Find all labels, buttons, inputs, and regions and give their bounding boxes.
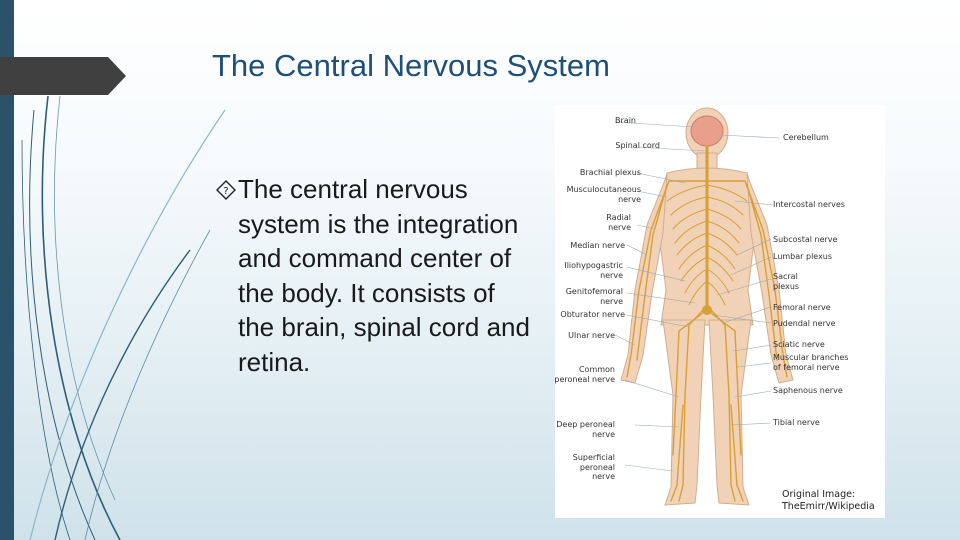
label-cerebellum: Cerebellum [783,133,829,142]
slide-title: The Central Nervous System [212,48,610,83]
label-saphenous-nerve: Saphenous nerve [773,386,843,395]
label-brachial-plexus: Brachial plexus [579,168,641,177]
label-obturator-nerve: Obturator nerve [560,310,625,319]
label-median-nerve: Median nerve [570,241,625,250]
bullet-text: The central nervous system is the integr… [238,174,530,377]
label-pudendal-nerve: Pudendal nerve [773,319,836,328]
credit-line-2: TheEmirr/Wikipedia [782,501,875,512]
diamond-question-icon: ? [216,180,236,200]
label-subcostal-nerve: Subcostal nerve [773,235,838,244]
slide-body: ? The central nervous system is the inte… [216,172,536,379]
label-intercostal-nerves: Intercostal nerves [773,200,845,209]
label-ulnar-nerve: Ulnar nerve [568,331,615,340]
label-brain: Brain [615,116,636,125]
label-tibial-nerve: Tibial nerve [773,418,820,427]
human-body-illustration [614,107,794,506]
svg-text:?: ? [223,186,228,197]
label-femoral-nerve: Femoral nerve [773,303,831,312]
label-spinal-cord: Spinal cord [615,141,660,150]
label-sciatic-nerve: Sciatic nerve [773,340,825,349]
nervous-system-image: Brain Spinal cord Brachial plexus Muscul… [555,105,885,518]
image-credit: Original Image: TheEmirr/Wikipedia [782,489,875,513]
sidebar-accent [0,0,14,540]
title-marker-tab [0,57,126,95]
bullet-item: ? The central nervous system is the inte… [216,172,536,379]
credit-line-1: Original Image: [782,489,856,500]
label-lumbar-plexus: Lumbar plexus [773,252,833,261]
